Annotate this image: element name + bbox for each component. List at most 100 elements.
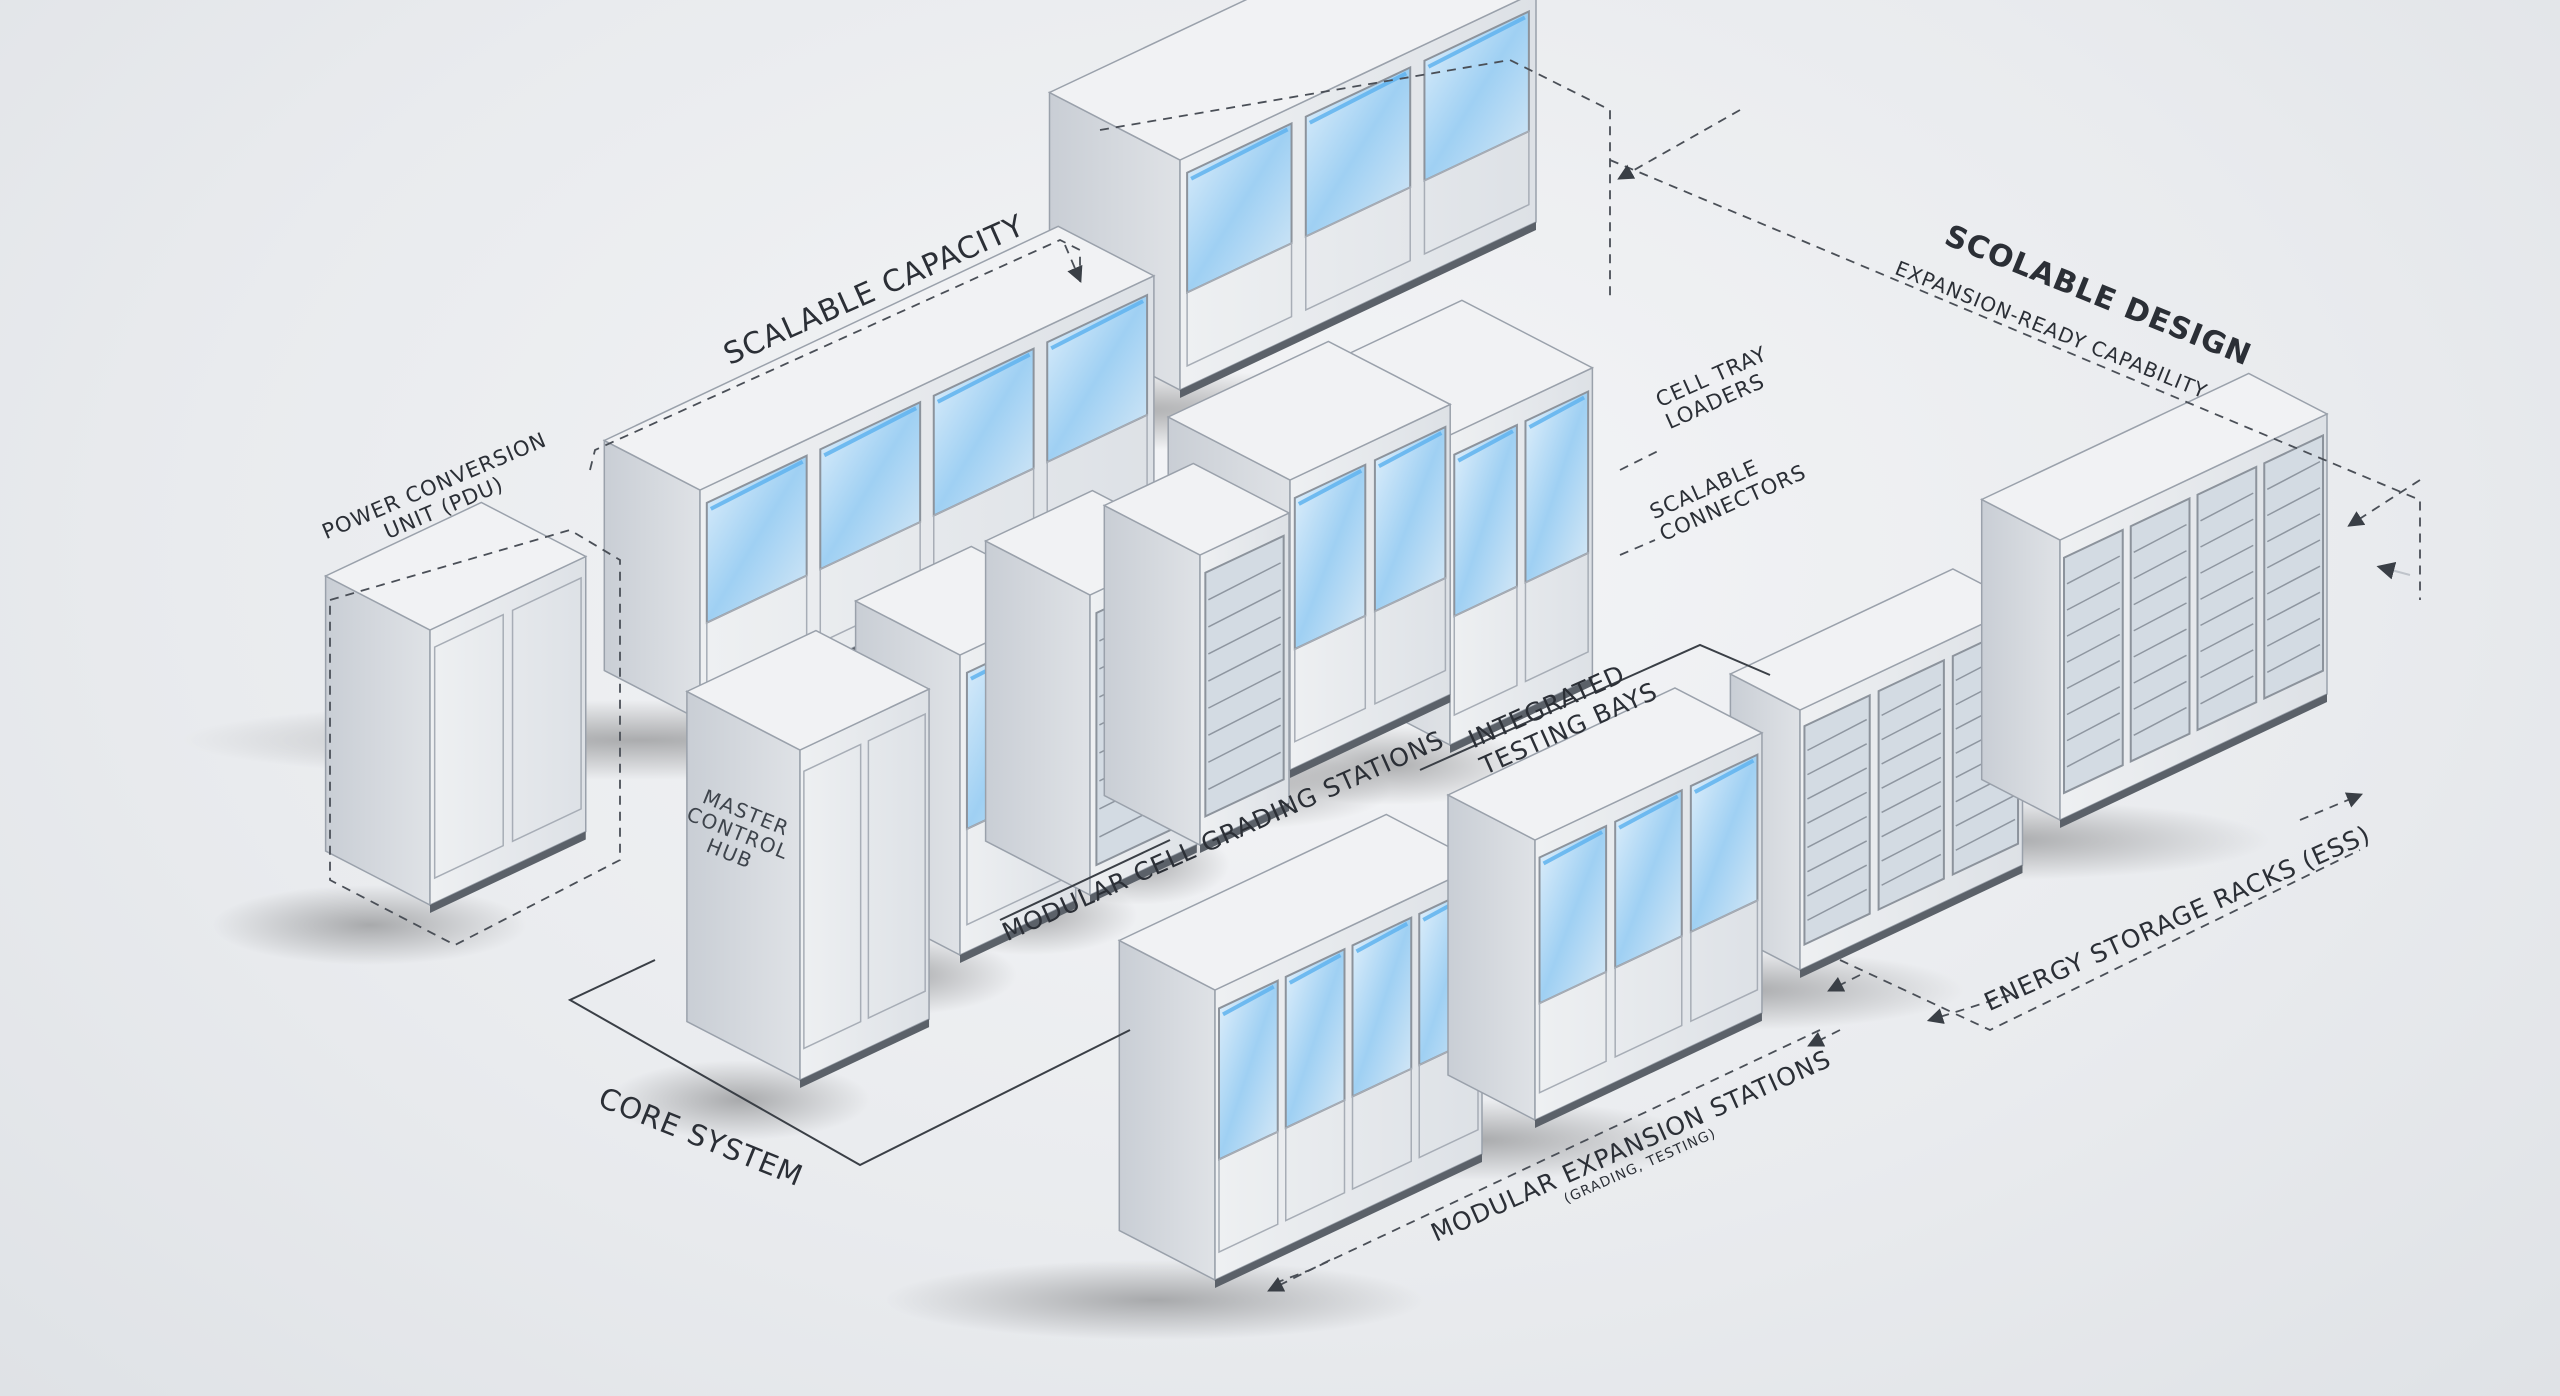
equipment-cabinets xyxy=(323,0,2329,1288)
integrated-testing-outline xyxy=(1419,643,1771,771)
ess-rack-2-rack-door xyxy=(2129,496,2191,763)
integrated-testing-bay-top-panel xyxy=(1166,340,1452,481)
power-conversion-unit-side-panel xyxy=(324,574,431,907)
expansion-arrow-top xyxy=(1807,1029,1841,1047)
capacity-module-a-glow-strip xyxy=(1050,299,1145,351)
ess-rack-1-rack-slot xyxy=(1807,743,1868,776)
grading-station-3-rack-slot xyxy=(1207,589,1282,628)
ess-line xyxy=(1839,849,2361,1031)
expansion-station-1-glass-window xyxy=(1218,979,1279,1162)
ess-rack-1 xyxy=(1728,568,2025,978)
connectors-leader xyxy=(1619,539,1656,556)
ess-rack-2-rack-slot xyxy=(2133,654,2187,684)
ess-rack-2-rack-slot xyxy=(2266,565,2321,595)
ess-rack-1-rack-slot xyxy=(1881,756,1942,789)
grading-station-3-rack-slot xyxy=(1207,616,1282,655)
master-control-hub-front-panel xyxy=(799,687,930,1082)
ess-rack-2-rack-slot xyxy=(2066,659,2121,690)
integrated-testing-bay-lower-door xyxy=(1374,576,1447,706)
capacity-module-a-glow-strip xyxy=(823,406,918,458)
expansion-station-2-top-panel xyxy=(1446,687,1764,841)
grading-station-3-rack-slot xyxy=(1207,724,1282,763)
integrated-testing-bay-lower-door xyxy=(1294,614,1367,743)
power-conversion-unit xyxy=(323,501,588,913)
ess-rack-2-rack-slot xyxy=(2066,686,2121,716)
expansion-station-1-lower-door xyxy=(1218,1130,1279,1254)
incoming-arrow xyxy=(2376,562,2411,580)
expansion-station-2-glow-strip xyxy=(1693,758,1755,794)
expansion-station-2-lower-door xyxy=(1614,934,1683,1059)
ess-rack-2-rack-slot xyxy=(2066,738,2121,768)
ess-arrow-right xyxy=(2299,792,2363,821)
grading-station-3-rack-slot xyxy=(1207,643,1282,682)
scalable-design-arrow-right xyxy=(2347,479,2421,527)
ess-rack-2-rack-slot xyxy=(2200,492,2254,522)
expansion-station-2-glow-strip xyxy=(1618,794,1679,830)
expansion-station-1-glass-window xyxy=(1351,916,1413,1099)
ess-rack-1-rack-slot xyxy=(1807,840,1868,873)
master-control-hub xyxy=(685,629,931,1088)
ess-rack-1-rack-door xyxy=(1877,658,1945,912)
ess-arrow-top xyxy=(1827,974,1861,992)
testing-bay-top-base xyxy=(1180,222,1536,398)
grading-station-3-rack-slot xyxy=(1207,670,1282,709)
grading-station-3-rack-slot xyxy=(1207,562,1282,601)
testing-bay-top-top-panel xyxy=(1047,0,1521,161)
power-conversion-unit-base xyxy=(430,831,586,913)
ess-rack-2-rack-slot xyxy=(2200,623,2254,653)
ess-rack-2-rack-slot xyxy=(2133,576,2187,606)
ess-rack-2-rack-slot xyxy=(2266,460,2321,491)
grading-station-2-side-panel xyxy=(984,539,1091,897)
expansion-station-2-lower-door xyxy=(1538,970,1607,1094)
ess-rack-1-rack-slot xyxy=(1807,888,1868,921)
expansion-station-1-top-panel xyxy=(1117,813,1484,991)
testing-bay-top-lower-door xyxy=(1423,130,1530,256)
expansion-station-2-base xyxy=(1535,1012,1762,1128)
testing-bay-top-glow-strip xyxy=(1308,71,1408,125)
ess-rack-2-rack-door xyxy=(2063,528,2124,795)
ess-rack-2-rack-slot xyxy=(2200,675,2254,705)
expansion-station-1-glow-strip xyxy=(1222,984,1275,1017)
grading-station-3-rack-slot xyxy=(1207,751,1282,790)
scalable-design-outline xyxy=(1099,59,2421,600)
ess-rack-2-rack-door xyxy=(2263,433,2324,700)
ess-rack-1-rack-slot xyxy=(1955,818,2016,851)
ess-rack-2-rack-slot xyxy=(2133,523,2187,554)
grading-station-3-base xyxy=(1200,803,1289,853)
cell-tray-loader-glow-strip xyxy=(1457,429,1514,463)
cell-tray-loader-glow-strip xyxy=(1528,395,1586,429)
expansion-station-1-glow-strip xyxy=(1355,921,1409,954)
cell-tray-loader-lower-door xyxy=(1453,585,1518,717)
grading-underline xyxy=(999,839,1171,921)
ess-rack-1-rack-slot xyxy=(1807,791,1868,824)
expansion-station-1-shadow xyxy=(885,1260,1425,1340)
integrated-testing-bay-glow-strip xyxy=(1377,431,1443,468)
integrated-testing-bay-base xyxy=(1290,694,1451,778)
ess-rack-1-rack-door xyxy=(1803,693,1871,947)
testing-bay-top-glow-strip xyxy=(1190,127,1289,181)
ess-rack-2-rack-slot xyxy=(2133,602,2187,632)
expansion-station-1-lower-door xyxy=(1351,1067,1412,1191)
ess-rack-1-rack-slot xyxy=(1881,853,1942,886)
solid-callouts xyxy=(567,643,1771,1167)
ess-rack-2-rack-slot xyxy=(2200,518,2254,548)
ess-rack-1-rack-slot xyxy=(1881,708,1942,741)
expansion-station-2 xyxy=(1446,687,1764,1128)
ess-rack-2-rack-slot xyxy=(2200,596,2254,627)
expansion-station-1-glass-window xyxy=(1284,947,1346,1130)
ess-rack-2-rack-slot xyxy=(2266,643,2321,673)
expansion-station-1-side-panel xyxy=(1118,939,1216,1282)
ess-rack-1-rack-slot xyxy=(1881,829,1942,862)
grading-station-1-base xyxy=(960,900,1076,963)
capacity-module-a-glow-strip xyxy=(936,352,1031,404)
cell-tray-loader-lower-door xyxy=(1524,551,1589,683)
ess-arrow-left xyxy=(1926,994,2011,1024)
ess-rack-2-rack-slot xyxy=(2266,539,2321,569)
ess-rack-2-rack-slot xyxy=(2266,487,2321,517)
pdu-outline xyxy=(329,529,621,947)
testing-bay-top-lower-door xyxy=(1305,186,1411,312)
expansion-arrow-bottom xyxy=(1267,1259,1331,1292)
ess-rack-2-side-panel xyxy=(1980,498,2061,822)
grading-station-2-base xyxy=(1090,844,1197,903)
ess-rack-2-rack-slot xyxy=(2133,680,2187,710)
